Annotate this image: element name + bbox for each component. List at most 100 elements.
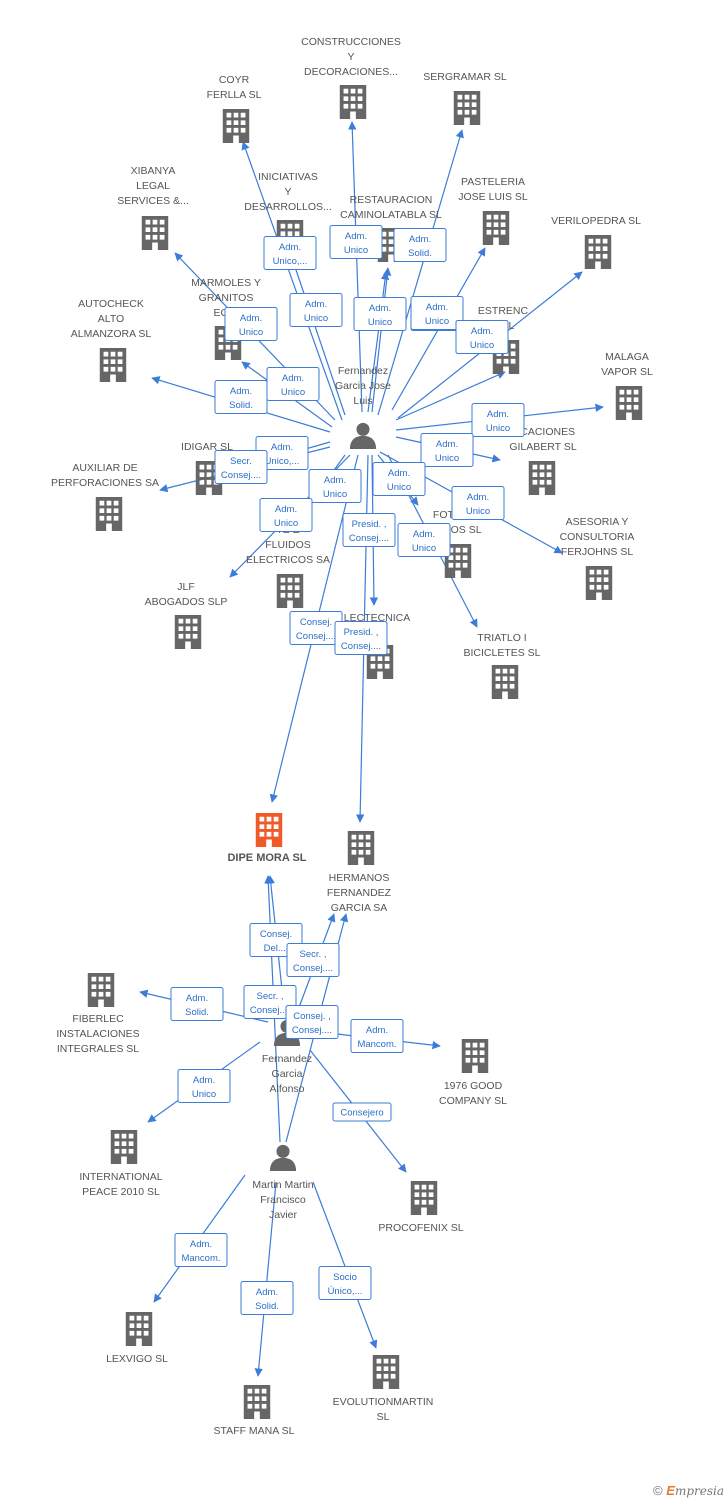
role-badge-box <box>263 236 317 270</box>
role-text: Unico <box>368 317 392 328</box>
role-badge[interactable]: Consej. ,Consej.... <box>285 1005 339 1039</box>
company-node-procofenix[interactable]: PROCOFENIX SL <box>378 1181 464 1234</box>
role-badge[interactable]: Presid. ,Consej.... <box>342 513 396 547</box>
role-text: Adm. <box>345 231 367 242</box>
role-badge[interactable]: Adm.Unico <box>259 498 313 532</box>
role-text: Unico <box>486 423 510 434</box>
company-node-staffmana[interactable]: STAFF MANA SL <box>214 1385 295 1437</box>
role-badge[interactable]: Adm.Unico <box>308 469 362 503</box>
node-label: FERLLA SL <box>207 89 262 101</box>
role-badge[interactable]: Adm.Solid. <box>170 987 224 1021</box>
role-badge[interactable]: Adm.Unico <box>353 297 407 331</box>
node-label: VERILOPEDRA SL <box>551 215 641 227</box>
company-node-construcciones[interactable]: CONSTRUCCIONESYDECORACIONES... <box>301 36 401 119</box>
building-icon <box>99 348 127 382</box>
role-badge[interactable]: Adm.Unico <box>471 403 525 437</box>
role-badge[interactable]: Adm.Unico <box>266 367 320 401</box>
role-text: Consej.... <box>296 631 336 642</box>
building-icon <box>453 91 481 125</box>
brand-name: mpresia <box>674 1484 724 1498</box>
role-badge[interactable]: Adm.Solid. <box>240 1281 294 1315</box>
role-text: Adm. <box>240 313 262 324</box>
company-node-verilopedra[interactable]: VERILOPEDRA SL <box>551 215 641 269</box>
node-label: Luis <box>353 395 372 407</box>
role-badge[interactable]: Adm.Solid. <box>393 228 447 262</box>
role-text: Adm. <box>426 302 448 313</box>
role-text: Consej. <box>260 929 292 940</box>
role-badge[interactable]: Adm.Unico <box>224 307 278 341</box>
role-badge[interactable]: Secr. ,Consej.... <box>286 943 340 977</box>
node-label: INTEGRALES SL <box>57 1043 139 1055</box>
company-node-tecnicas[interactable]: TE EFLUIDOSELECTRICOS SA <box>246 524 330 608</box>
role-badge[interactable]: Adm.Unico <box>451 486 505 520</box>
role-badge[interactable]: Adm.Unico,... <box>263 236 317 270</box>
node-label: Garcia Jose <box>335 380 391 392</box>
node-label: TRIATLO I <box>477 632 526 644</box>
role-badge[interactable]: Secr. ,Consej.... <box>243 985 297 1019</box>
company-node-dipe[interactable]: DIPE MORA SL <box>227 813 307 864</box>
role-badge[interactable]: SocioÚnico,... <box>318 1266 372 1300</box>
role-badge-box <box>308 469 362 503</box>
node-label: LEXVIGO SL <box>106 1353 168 1365</box>
person-icon <box>269 1144 297 1171</box>
building-icon <box>141 216 169 250</box>
role-badge[interactable]: Consej.Consej.... <box>289 611 343 645</box>
building-icon <box>410 1181 438 1215</box>
node-label: MALAGA <box>605 351 649 363</box>
role-badge[interactable]: Secr.Consej.... <box>214 450 268 484</box>
role-badge[interactable]: Adm.Mancom. <box>174 1233 228 1267</box>
role-badge[interactable]: Presid. ,Consej.... <box>334 621 388 655</box>
role-badge-box <box>318 1266 372 1300</box>
edge-fjl-to-sergramar <box>377 129 464 416</box>
role-text: Solid. <box>255 1301 279 1312</box>
role-badge[interactable]: Adm.Mancom. <box>350 1019 404 1053</box>
role-text: Adm. <box>388 468 410 479</box>
roles-layer: Adm.Unico,...Adm.UnicoAdm.Solid.Adm.Unic… <box>170 225 525 1315</box>
company-node-sergramar[interactable]: SERGRAMAR SL <box>423 71 507 125</box>
role-badge[interactable]: Adm.Unico <box>410 296 464 330</box>
role-text: Unico <box>470 340 494 351</box>
role-badge[interactable]: Adm.Unico <box>397 523 451 557</box>
role-badge[interactable]: Adm.Unico,... <box>255 436 309 470</box>
role-badge[interactable]: Consejero <box>332 1102 392 1122</box>
company-node-lexvigo[interactable]: LEXVIGO SL <box>106 1312 168 1365</box>
edge-fjl-to-restauracion <box>367 271 390 413</box>
role-badge-box <box>393 228 447 262</box>
building-icon <box>491 665 519 699</box>
role-badge[interactable]: Adm.Unico <box>372 462 426 496</box>
role-badge[interactable]: Adm.Unico <box>420 433 474 467</box>
company-node-iniciativas[interactable]: INICIATIVASYDESARROLLOS... <box>244 171 332 254</box>
role-badge[interactable]: Adm.Unico <box>289 293 343 327</box>
node-label: AUXILIAR DE <box>72 462 137 474</box>
role-text: Consej.... <box>292 1025 332 1036</box>
role-badge[interactable]: Adm.Unico <box>455 320 509 354</box>
role-text: Consej.... <box>341 641 381 652</box>
role-badge[interactable]: Adm.Solid. <box>214 380 268 414</box>
node-label: INTERNATIONAL <box>79 1171 162 1183</box>
role-badge[interactable]: Adm.Unico <box>329 225 383 259</box>
node-label: FIBERLEC <box>72 1013 124 1025</box>
role-badge[interactable]: Adm.Unico <box>177 1069 231 1103</box>
role-badge-box <box>289 293 343 327</box>
